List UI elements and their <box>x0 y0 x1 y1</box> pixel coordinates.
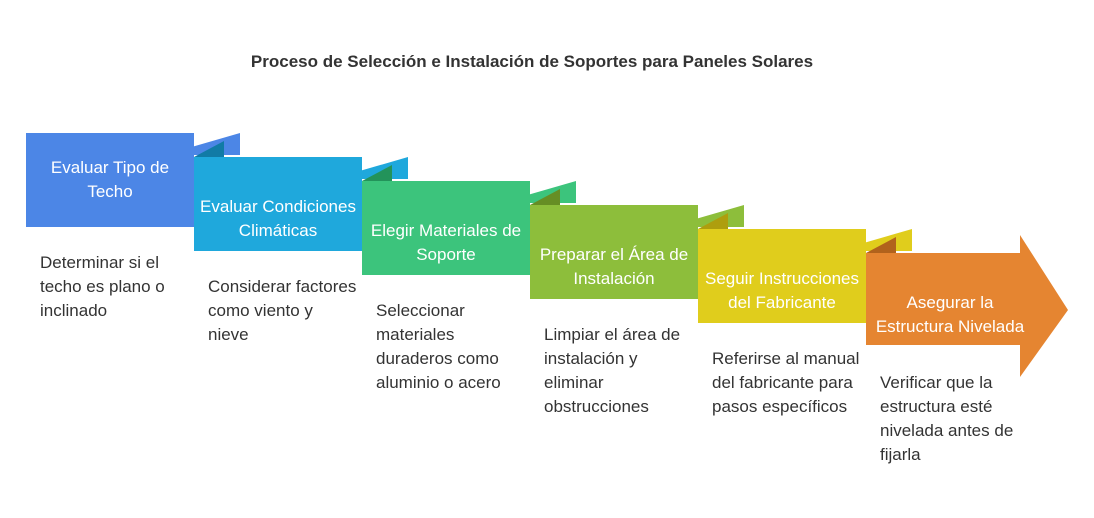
diagram-title: Proceso de Selección e Instalación de So… <box>250 52 814 71</box>
step-2-description: Considerar factores como viento y nieve <box>208 277 357 344</box>
step-4-description: Limpiar el área de instalación y elimina… <box>544 325 681 416</box>
step-6-arrow <box>866 235 1068 377</box>
step-1-block <box>26 133 194 227</box>
step-4-label: Preparar el Área de Instalación <box>539 245 689 288</box>
step-2-block <box>194 157 362 251</box>
step-4-block <box>530 205 698 299</box>
step-5-block <box>698 229 866 323</box>
step-3-label: Elegir Materiales de Soporte <box>370 221 522 264</box>
step-1-label: Evaluar Tipo de Techo <box>50 158 170 201</box>
step-1-description: Determinar si el techo es plano o inclin… <box>40 253 165 320</box>
step-6-label: Asegurar la Estructura Nivelada <box>875 293 1025 336</box>
step-6-description: Verificar que la estructura esté nivelad… <box>880 373 1014 464</box>
step-3-block <box>362 181 530 275</box>
step-2-label: Evaluar Condiciones Climáticas <box>200 197 356 240</box>
step-5-description: Referirse al manual del fabricante para … <box>712 349 860 416</box>
step-3-description: Seleccionar materiales duraderos como al… <box>376 301 501 392</box>
step-5-label: Seguir Instrucciones del Fabricante <box>704 269 860 312</box>
